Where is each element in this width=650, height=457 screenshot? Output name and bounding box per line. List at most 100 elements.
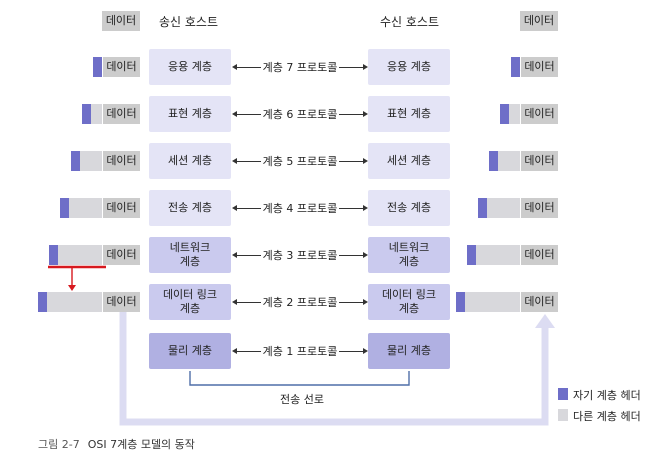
receiver-packet-layer-2: 데이터 [456,292,558,312]
own-layer-header [71,151,80,171]
receiver-packet-layer-3: 데이터 [467,245,558,265]
other-layer-headers [465,292,520,312]
other-layer-headers [80,151,102,171]
receiver-packet-layer-6: 데이터 [500,104,558,124]
data-label: 데이터 [520,11,558,31]
packet-separator [520,292,521,312]
protocol-label: 계층 1 프로토콜 [262,345,338,358]
sender-packet-layer-5: 데이터 [71,151,140,171]
own-layer-header [478,198,487,218]
receiver-layer-1: 물리 계층 [368,333,450,369]
other-layer-headers [69,198,102,218]
protocol-arrow-layer-1: 계층 1 프로토콜 [232,343,368,359]
sender-packet-layer-7: 데이터 [93,57,140,77]
arrow-line [237,66,261,68]
arrow-right-head-icon [363,205,368,211]
data-label: 데이터 [521,57,558,77]
other-layer-headers [498,151,520,171]
protocol-label: 계층 4 프로토콜 [262,202,338,215]
other-layer-headers [509,104,520,124]
data-label: 데이터 [103,292,140,312]
return-arrow-head [535,314,555,328]
arrow-left-head-icon [232,299,237,305]
own-layer-header [60,198,69,218]
figure-title: OSI 7계층 모델의 동작 [87,438,195,451]
legend-own-header-swatch [558,388,568,400]
figure-number: 그림 2-7 [38,438,80,451]
sender-packet-layer-2: 데이터 [38,292,140,312]
receiver-layer-4: 전송 계층 [368,190,450,226]
arrow-left-head-icon [232,252,237,258]
data-label: 데이터 [103,198,140,218]
receiver-layer-3: 네트워크 계층 [368,237,450,273]
arrow-right-head-icon [363,158,368,164]
arrow-line [339,301,363,303]
sender-layer-7: 응용 계층 [149,49,231,85]
packet-separator [520,151,521,171]
protocol-label: 계층 6 프로토콜 [262,108,338,121]
sender-layer-6: 표현 계층 [149,96,231,132]
receiver-layer-7: 응용 계층 [368,49,450,85]
protocol-arrow-layer-7: 계층 7 프로토콜 [232,59,368,75]
arrow-right-head-icon [363,64,368,70]
packet-separator [520,104,521,124]
other-layer-headers [58,245,102,265]
arrow-right-head-icon [363,252,368,258]
receiver-host-title: 수신 호스트 [380,15,440,29]
data-label: 데이터 [103,104,140,124]
arrow-line [237,207,261,209]
arrow-left-head-icon [232,64,237,70]
arrow-line [237,301,261,303]
packet-separator [102,245,103,265]
sender-layer-4: 전송 계층 [149,190,231,226]
arrow-line [339,66,363,68]
data-label: 데이터 [103,245,140,265]
sender-layer-3: 네트워크 계층 [149,237,231,273]
arrow-line [339,113,363,115]
data-label: 데이터 [102,11,140,31]
receiver-packet-layer-5: 데이터 [489,151,558,171]
own-layer-header [49,245,58,265]
arrow-line [237,113,261,115]
protocol-arrow-layer-2: 계층 2 프로토콜 [232,294,368,310]
data-label: 데이터 [521,151,558,171]
protocol-label: 계층 7 프로토콜 [262,61,338,74]
medium-label: 전송 선로 [280,393,324,406]
packet-separator [102,198,103,218]
protocol-label: 계층 3 프로토콜 [262,249,338,262]
packet-separator [520,57,521,77]
receiver-top-data: 데이터 [520,11,558,31]
down-arrow-head [68,285,76,291]
arrow-right-head-icon [363,348,368,354]
packet-separator [102,104,103,124]
packet-separator [102,292,103,312]
own-layer-header [38,292,47,312]
sender-packet-layer-4: 데이터 [60,198,140,218]
sender-packet-layer-3: 데이터 [49,245,140,265]
data-label: 데이터 [521,198,558,218]
legend-own-header-label: 자기 계층 헤더 [573,389,641,402]
sender-top-data: 데이터 [102,11,140,31]
own-layer-header [511,57,520,77]
packet-separator [102,151,103,171]
sender-layer-1: 물리 계층 [149,333,231,369]
sender-layer-2: 데이터 링크 계층 [149,284,231,320]
receiver-packet-layer-7: 데이터 [511,57,558,77]
return-path [119,310,549,426]
own-layer-header [93,57,102,77]
arrow-line [339,254,363,256]
arrow-left-head-icon [232,348,237,354]
data-label: 데이터 [521,104,558,124]
transmission-medium-line [189,371,410,386]
arrow-line [339,160,363,162]
protocol-label: 계층 5 프로토콜 [262,155,338,168]
own-layer-header [82,104,91,124]
other-layer-headers [91,104,102,124]
other-layer-headers [487,198,520,218]
arrow-right-head-icon [363,299,368,305]
protocol-label: 계층 2 프로토콜 [262,296,338,309]
data-label: 데이터 [103,151,140,171]
arrow-right-head-icon [363,111,368,117]
own-layer-header [456,292,465,312]
